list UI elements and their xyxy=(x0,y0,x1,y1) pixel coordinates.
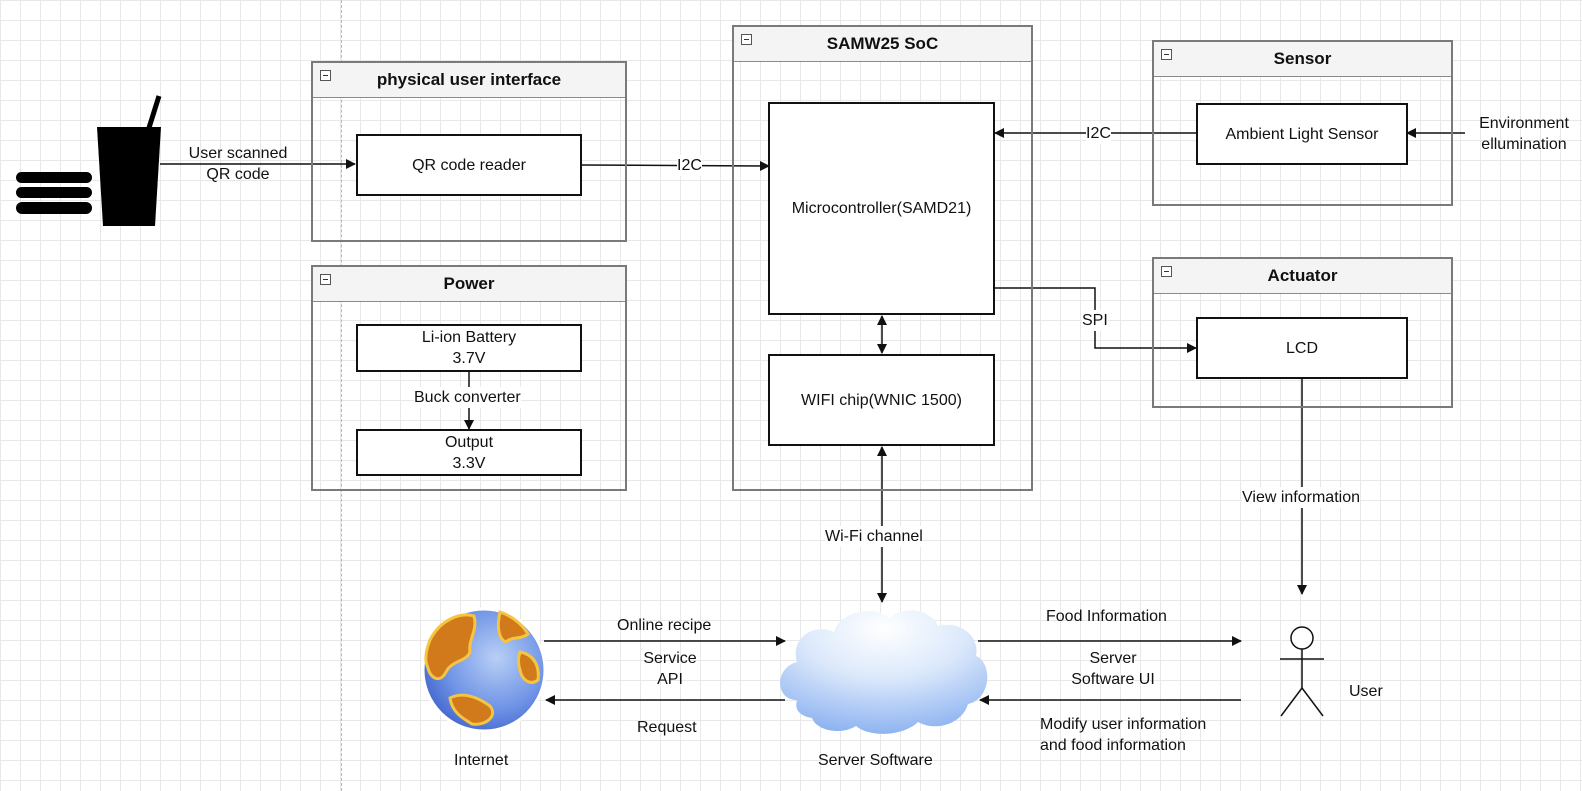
group-title: SAMW25 SoC xyxy=(826,34,939,53)
group-header: SAMW25 SoC xyxy=(734,27,1031,62)
edge-label-line1: Environment xyxy=(1479,115,1569,132)
server-software-label: Server Software xyxy=(818,752,933,769)
group-sensor: Sensor xyxy=(1152,40,1453,206)
microcontroller-node[interactable]: Microcontroller(SAMD21) xyxy=(768,102,995,315)
node-label-line1: Output xyxy=(444,433,494,451)
node-label: WIFI chip(WNIC 1500) xyxy=(801,391,962,409)
edge-label-environment: Environment ellumination xyxy=(1466,113,1582,155)
wifi-chip-node[interactable]: WIFI chip(WNIC 1500) xyxy=(768,354,995,446)
edge-label-line1: Modify user information xyxy=(1040,716,1207,733)
edge-label-server-software-ui: Server Software UI xyxy=(1053,648,1173,690)
globe-icon xyxy=(421,607,547,733)
cloud-icon xyxy=(780,610,988,734)
edge-label-user-scanned: User scanned QR code xyxy=(170,143,306,185)
edge-label-modify-information: Modify user information and food informa… xyxy=(1040,714,1206,756)
edge-label-food-information: Food Information xyxy=(1046,608,1167,625)
node-label-line2: 3.7V xyxy=(452,350,486,367)
edge-label-buck-converter: Buck converter xyxy=(414,387,521,408)
edge-qr-to-mcu xyxy=(581,160,770,171)
edge-label-service-api: Service API xyxy=(630,648,710,690)
edge-label-line2: ellumination xyxy=(1481,136,1567,153)
group-header: physical user interface xyxy=(313,63,625,98)
edge-label-line1: User scanned xyxy=(188,145,288,162)
collapse-icon[interactable] xyxy=(1161,49,1172,60)
collapse-icon[interactable] xyxy=(1161,266,1172,277)
internet-label: Internet xyxy=(454,752,509,769)
collapse-icon[interactable] xyxy=(741,34,752,45)
group-header: Actuator xyxy=(1154,259,1451,294)
node-label: Microcontroller(SAMD21) xyxy=(791,200,972,217)
collapse-icon[interactable] xyxy=(320,70,331,81)
group-header: Sensor xyxy=(1154,42,1451,77)
group-title: Sensor xyxy=(1273,49,1332,68)
group-actuator: Actuator xyxy=(1152,257,1453,408)
collapse-icon[interactable] xyxy=(320,274,331,285)
edge-label-spi: SPI xyxy=(1082,310,1108,331)
node-label: LCD xyxy=(1285,339,1318,357)
group-physical-user-interface: physical user interface xyxy=(311,61,627,242)
node-label-line2: 3.3V xyxy=(452,454,486,472)
edge-label-view-information: View information xyxy=(1242,487,1360,508)
page-guide-line xyxy=(341,0,342,791)
lcd-node[interactable]: LCD xyxy=(1196,317,1408,379)
ambient-light-sensor-node[interactable]: Ambient Light Sensor xyxy=(1196,103,1408,165)
edge-label-line1: Service xyxy=(643,650,697,667)
edge-label-i2c-qr: I2C xyxy=(677,155,702,176)
node-label: Ambient Light Sensor xyxy=(1225,125,1379,143)
edge-label-line2: QR code xyxy=(206,166,270,183)
qr-code-reader-node[interactable]: QR code reader xyxy=(356,134,582,196)
group-title: Actuator xyxy=(1267,266,1338,285)
group-header: Power xyxy=(313,267,625,302)
edge-label-line2: and food information xyxy=(1040,737,1186,754)
edge-label-line2: Software UI xyxy=(1071,671,1155,688)
edge-label-request: Request xyxy=(637,719,697,736)
edge-label-line1: Server xyxy=(1089,650,1137,667)
food-drink-icon xyxy=(16,95,162,226)
edge-label-line2: API xyxy=(657,671,683,688)
user-label: User xyxy=(1349,683,1383,700)
group-title: physical user interface xyxy=(376,70,562,89)
edge-label-online-recipe: Online recipe xyxy=(617,617,712,634)
group-samw25-soc: SAMW25 SoC xyxy=(732,25,1033,491)
node-label: QR code reader xyxy=(412,156,526,174)
node-label-line1: Li-ion Battery xyxy=(421,329,517,346)
output-node[interactable]: Output 3.3V xyxy=(356,429,582,476)
edge-label-i2c-sensor: I2C xyxy=(1086,123,1111,144)
battery-node[interactable]: Li-ion Battery 3.7V xyxy=(356,324,582,372)
edge-label-wifi-channel: Wi-Fi channel xyxy=(825,526,923,547)
group-title: Power xyxy=(443,274,495,293)
stick-figure-icon xyxy=(1280,626,1324,717)
group-power: Power xyxy=(311,265,627,491)
